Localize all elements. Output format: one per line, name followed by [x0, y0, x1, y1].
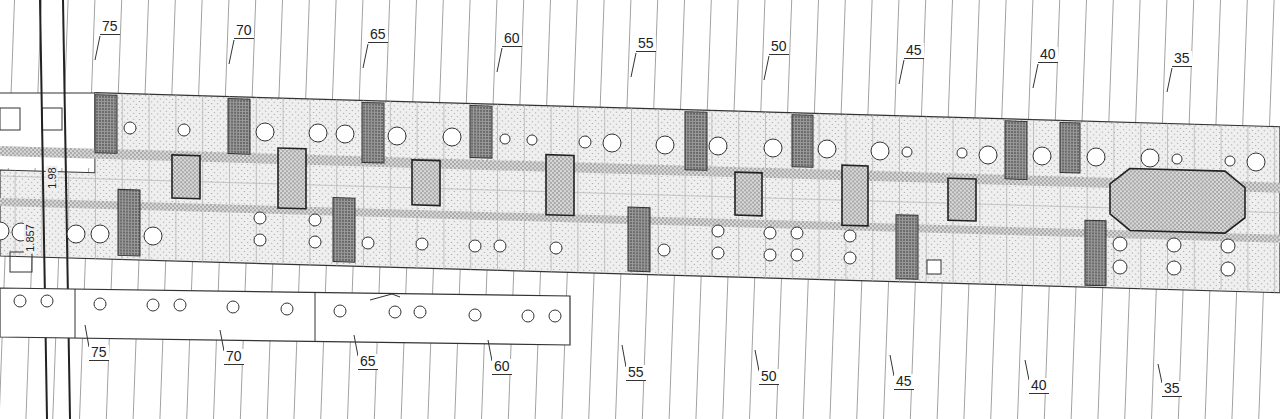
chainage-number: 45 [904, 43, 924, 59]
chainage-number: 40 [1029, 378, 1049, 394]
chainage-number: 35 [1172, 51, 1192, 67]
chainage-number: 35 [1162, 381, 1182, 397]
chainage-number: 60 [502, 31, 522, 47]
chainage-number: 55 [626, 365, 646, 381]
chainage-number: 75 [89, 345, 109, 361]
chainage-number: 50 [759, 369, 779, 385]
chainage-number: 70 [234, 23, 254, 39]
chainage-number: 65 [368, 27, 388, 43]
chainage-number: 65 [358, 354, 378, 370]
chainage-number: 75 [100, 19, 120, 35]
chainage-number: 50 [769, 39, 789, 55]
chainage-number: 60 [492, 359, 512, 375]
chainage-number: 45 [894, 374, 914, 390]
dimension-label: 1.857 [24, 222, 36, 254]
chainage-number: 55 [636, 36, 656, 52]
chainage-number: 40 [1038, 47, 1058, 63]
dimension-label: 1.98 [46, 165, 58, 190]
chainage-number: 70 [224, 349, 244, 365]
